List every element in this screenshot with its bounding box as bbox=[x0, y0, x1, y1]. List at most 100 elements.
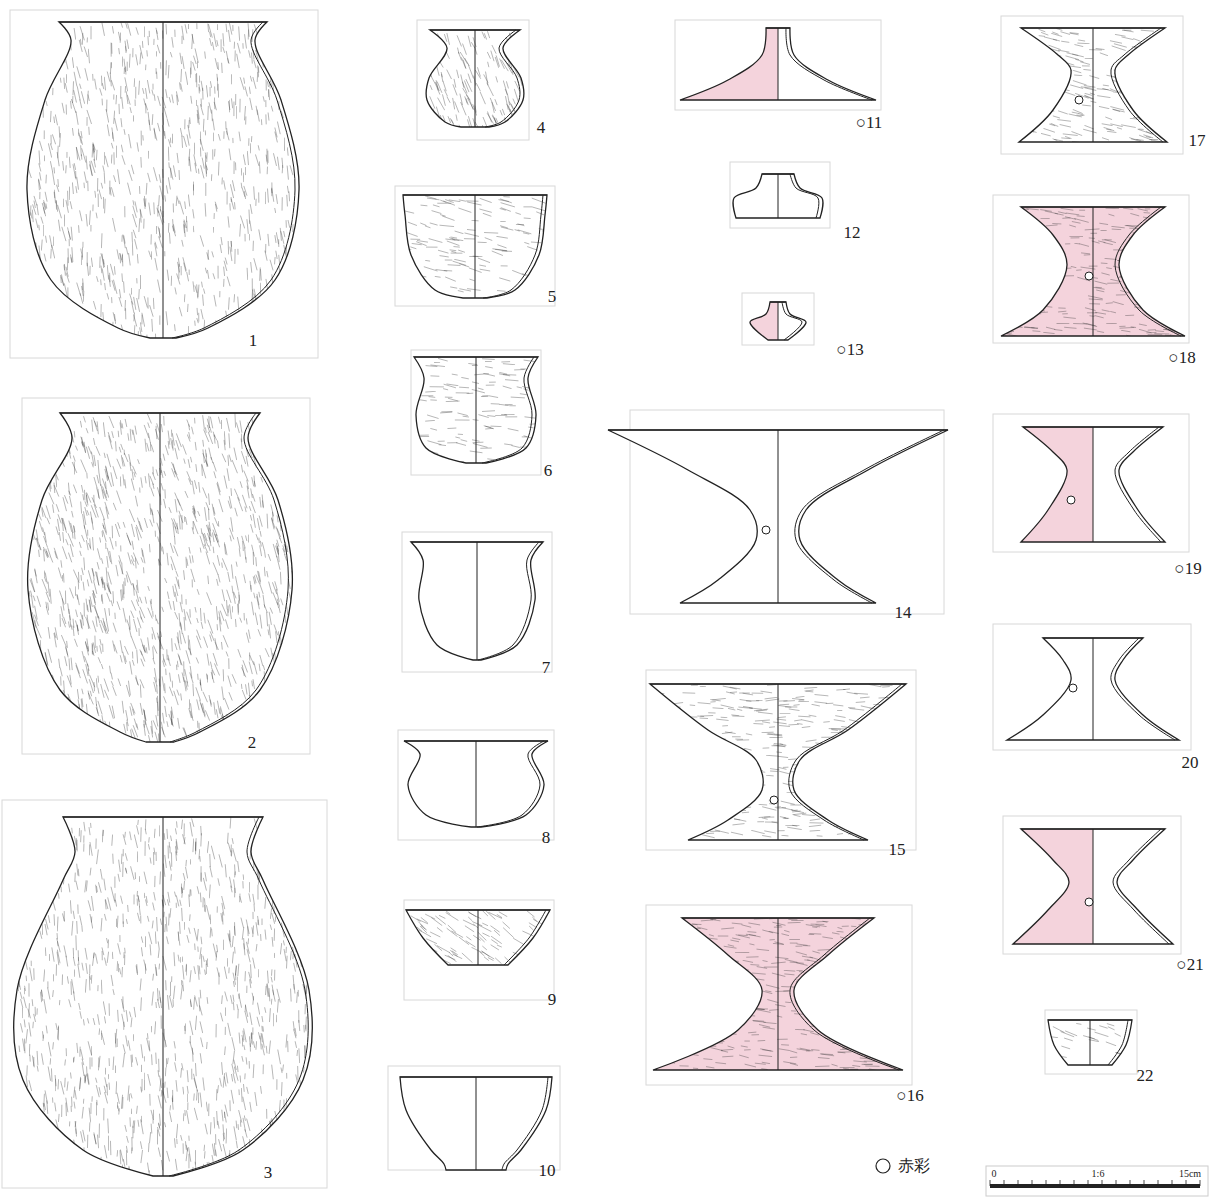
hatch-stroke bbox=[152, 90, 153, 96]
hatch-stroke bbox=[220, 244, 221, 253]
hatch-stroke bbox=[193, 511, 197, 521]
hatch-stroke bbox=[87, 91, 89, 105]
hatch-stroke bbox=[197, 318, 199, 323]
hatch-stroke bbox=[130, 294, 133, 305]
hatch-stroke bbox=[221, 642, 223, 650]
hatch-stroke bbox=[112, 526, 113, 538]
hatch-stroke bbox=[183, 257, 186, 270]
hatch-stroke bbox=[37, 423, 39, 428]
hatch-stroke bbox=[41, 704, 43, 710]
hatch-stroke bbox=[171, 710, 172, 724]
hatch-stroke bbox=[221, 563, 223, 568]
hatch-stroke bbox=[259, 161, 261, 173]
hatch-stroke bbox=[34, 453, 35, 462]
hatch-stroke bbox=[275, 235, 276, 243]
hatch-stroke bbox=[87, 263, 88, 276]
hatch-stroke bbox=[152, 611, 153, 617]
center-line bbox=[163, 22, 164, 338]
hatch-stroke bbox=[51, 741, 52, 749]
hatch-stroke bbox=[38, 676, 43, 690]
hatch-stroke bbox=[236, 730, 240, 742]
hatch-stroke bbox=[59, 532, 60, 541]
hatch-stroke bbox=[164, 195, 166, 201]
hatch-stroke bbox=[131, 730, 133, 742]
hatch-stroke bbox=[107, 583, 109, 592]
hatch-stroke bbox=[58, 220, 60, 232]
hatch-stroke bbox=[144, 645, 145, 652]
hatch-stroke bbox=[30, 591, 32, 597]
hatch-stroke bbox=[228, 297, 230, 309]
hatch-stroke bbox=[111, 681, 113, 686]
hatch-stroke bbox=[228, 658, 229, 669]
hatch-stroke bbox=[194, 321, 196, 326]
hatch-stroke bbox=[93, 580, 96, 594]
hatch-stroke bbox=[283, 671, 285, 680]
hatch-stroke bbox=[268, 89, 269, 97]
hatch-stroke bbox=[265, 114, 266, 124]
hatch-stroke bbox=[210, 699, 211, 704]
hatch-stroke bbox=[91, 505, 96, 518]
hatch-stroke bbox=[145, 721, 150, 735]
hatch-stroke bbox=[221, 420, 222, 429]
hatch-stroke bbox=[229, 455, 231, 462]
hatch-stroke bbox=[126, 23, 128, 29]
hatch-stroke bbox=[218, 162, 220, 176]
hatch-stroke bbox=[135, 239, 138, 249]
hatch-stroke bbox=[147, 413, 151, 423]
hatch-stroke bbox=[166, 89, 168, 98]
hatch-stroke bbox=[244, 613, 245, 620]
hatch-stroke bbox=[244, 191, 245, 199]
hatch-stroke bbox=[268, 629, 270, 635]
hatch-stroke bbox=[103, 166, 104, 173]
hatch-stroke bbox=[262, 542, 264, 551]
hatch-stroke bbox=[227, 277, 230, 287]
hatch-stroke bbox=[135, 558, 137, 569]
hatch-stroke bbox=[72, 619, 74, 628]
hatch-stroke bbox=[210, 662, 211, 668]
hatch-stroke bbox=[187, 434, 190, 441]
hatch-stroke bbox=[151, 444, 153, 452]
hatch-stroke bbox=[102, 478, 105, 488]
hatch-stroke bbox=[125, 86, 126, 93]
hatch-stroke bbox=[82, 442, 85, 453]
hatch-stroke bbox=[203, 119, 205, 132]
hatch-stroke bbox=[200, 235, 204, 246]
hatch-stroke bbox=[131, 288, 132, 295]
hatch-stroke bbox=[202, 88, 203, 100]
hatch-stroke bbox=[287, 166, 288, 180]
hatch-stroke bbox=[254, 481, 255, 487]
hatch-stroke bbox=[146, 335, 147, 343]
hatch-stroke bbox=[165, 578, 167, 583]
hatch-stroke bbox=[154, 167, 158, 181]
vessel-drawing bbox=[22, 398, 310, 754]
hatch-stroke bbox=[31, 682, 34, 695]
hatch-stroke bbox=[178, 579, 179, 588]
hatch-stroke bbox=[158, 636, 164, 649]
hatch-stroke bbox=[242, 312, 243, 320]
hatch-stroke bbox=[260, 497, 261, 508]
hatch-stroke bbox=[162, 547, 163, 555]
hatch-stroke bbox=[147, 297, 148, 308]
hatch-stroke bbox=[83, 582, 84, 591]
hatch-stroke bbox=[127, 571, 132, 585]
hatch-stroke bbox=[68, 483, 69, 495]
hatch-stroke bbox=[258, 192, 259, 202]
hatch-stroke bbox=[32, 266, 33, 279]
hatch-stroke bbox=[248, 138, 249, 146]
hatch-stroke bbox=[182, 56, 184, 69]
hatch-stroke bbox=[167, 270, 168, 281]
hatch-stroke bbox=[124, 453, 128, 462]
hatch-stroke bbox=[245, 167, 246, 175]
hatch-stroke bbox=[210, 631, 214, 641]
hatch-stroke bbox=[270, 419, 275, 430]
hatch-stroke bbox=[287, 607, 288, 616]
hatch-stroke bbox=[276, 194, 277, 204]
hatch-stroke bbox=[214, 295, 216, 307]
hatch-stroke bbox=[286, 220, 287, 227]
hatch-stroke bbox=[74, 526, 75, 539]
hatch-stroke bbox=[144, 196, 146, 209]
hatch-stroke bbox=[76, 111, 78, 125]
hatch-stroke bbox=[276, 465, 277, 478]
hatch-stroke bbox=[210, 417, 212, 429]
hatch-stroke bbox=[240, 319, 243, 333]
